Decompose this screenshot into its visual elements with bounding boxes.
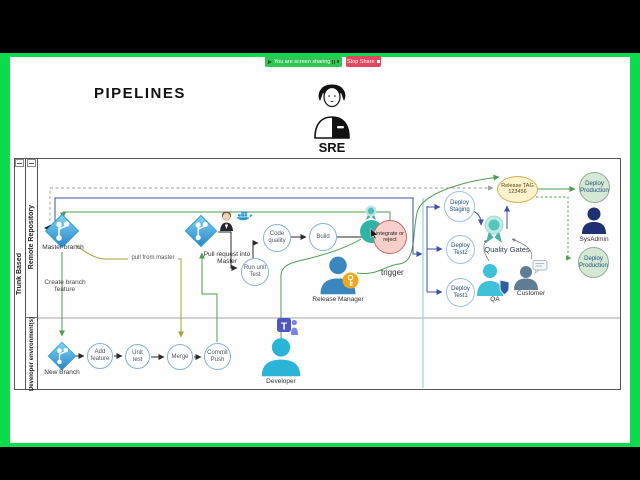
teams-letter: T <box>281 322 287 333</box>
screen-sharing-indicator[interactable]: You are screen sharing <box>265 56 342 67</box>
stop-icon <box>376 59 381 64</box>
run-unit-test-node[interactable]: Run unit Test <box>241 258 269 286</box>
screen-sharing-label: You are screen sharing <box>274 58 331 65</box>
quality-gates-label: Quality Gates <box>484 245 530 254</box>
add-feature-node[interactable]: Add feature <box>87 343 113 369</box>
shield-icon <box>499 279 510 296</box>
deploy-production-top-node[interactable]: Deploy Production <box>579 172 610 203</box>
deploy-production-bottom-node[interactable]: Deploy Production <box>578 247 609 278</box>
master-branch-node[interactable] <box>44 213 80 249</box>
lane-trunk-based[interactable]: Trunk Based <box>14 158 26 390</box>
stop-share-label: Stop Share <box>346 58 375 65</box>
key-badge-icon <box>342 272 359 289</box>
sre-label: SRE <box>318 140 346 155</box>
lane-remote-repository[interactable]: Remote Repository <box>26 158 38 318</box>
trigger-label: trigger <box>381 268 404 277</box>
pull-from-master-label: pull from master <box>128 255 178 262</box>
approval-badge-icon <box>365 205 377 220</box>
sysadmin-label: SysAdmin <box>579 236 609 243</box>
customer-person-icon[interactable] <box>514 260 548 290</box>
quality-gates-badge-icon[interactable] <box>481 214 507 244</box>
merge-node[interactable]: Merge <box>167 344 193 370</box>
sysadmin-icon[interactable] <box>581 206 607 234</box>
release-manager-label: Release Manager <box>312 296 364 303</box>
jenkins-icon <box>220 211 233 231</box>
code-quality-node[interactable]: Code quality <box>263 224 291 252</box>
qa-person-icon[interactable] <box>477 262 511 296</box>
sre-person-icon <box>314 84 350 139</box>
docker-icon <box>236 211 253 221</box>
page-title: PIPELINES <box>94 85 186 102</box>
diagram-frame <box>14 158 621 390</box>
lane-collapse-icon[interactable] <box>27 159 36 167</box>
pull-request-node[interactable] <box>184 214 218 248</box>
stop-share-button[interactable]: Stop Share <box>346 56 381 67</box>
git-branch-icon <box>195 221 208 241</box>
teams-icon: T <box>277 318 298 335</box>
deploy-test2-node[interactable]: Deploy Test2 <box>446 235 475 264</box>
qa-label: QA <box>490 296 500 303</box>
pause-share-icon[interactable] <box>332 59 336 64</box>
integrate-or-reject-node[interactable]: integrate or reject <box>373 220 407 254</box>
git-branch-icon <box>57 347 69 365</box>
customer-label: Customer <box>516 290 546 297</box>
pull-request-label: Pull request into Master <box>203 251 251 266</box>
release-tag-node[interactable]: Release TAG 123456 <box>497 176 538 203</box>
lane-developer-environment[interactable]: Developer environment(s) <box>26 317 38 391</box>
commit-push-node[interactable]: Commit Push <box>204 343 231 370</box>
deploy-test1-node[interactable]: Deploy Test1 <box>446 278 475 307</box>
new-branch-node[interactable] <box>47 341 77 371</box>
developer-label: Developer <box>266 378 296 385</box>
git-branch-icon <box>56 221 70 241</box>
annotate-icon <box>268 59 272 64</box>
create-branch-label: Create branch feature <box>44 279 86 294</box>
unit-test-node[interactable]: Unit test <box>125 344 150 369</box>
speech-bubble-icon <box>532 260 548 274</box>
developer-person-icon[interactable] <box>260 336 302 378</box>
new-branch-label: New Branch <box>44 369 80 376</box>
deploy-staging-node[interactable]: Deploy Staging <box>444 191 475 222</box>
lane-collapse-icon[interactable] <box>15 159 24 167</box>
master-branch-label: Master branch <box>42 244 84 251</box>
build-node[interactable]: Build <box>309 223 337 251</box>
cursor-icon <box>370 227 379 240</box>
share-options-icon[interactable] <box>337 60 339 63</box>
